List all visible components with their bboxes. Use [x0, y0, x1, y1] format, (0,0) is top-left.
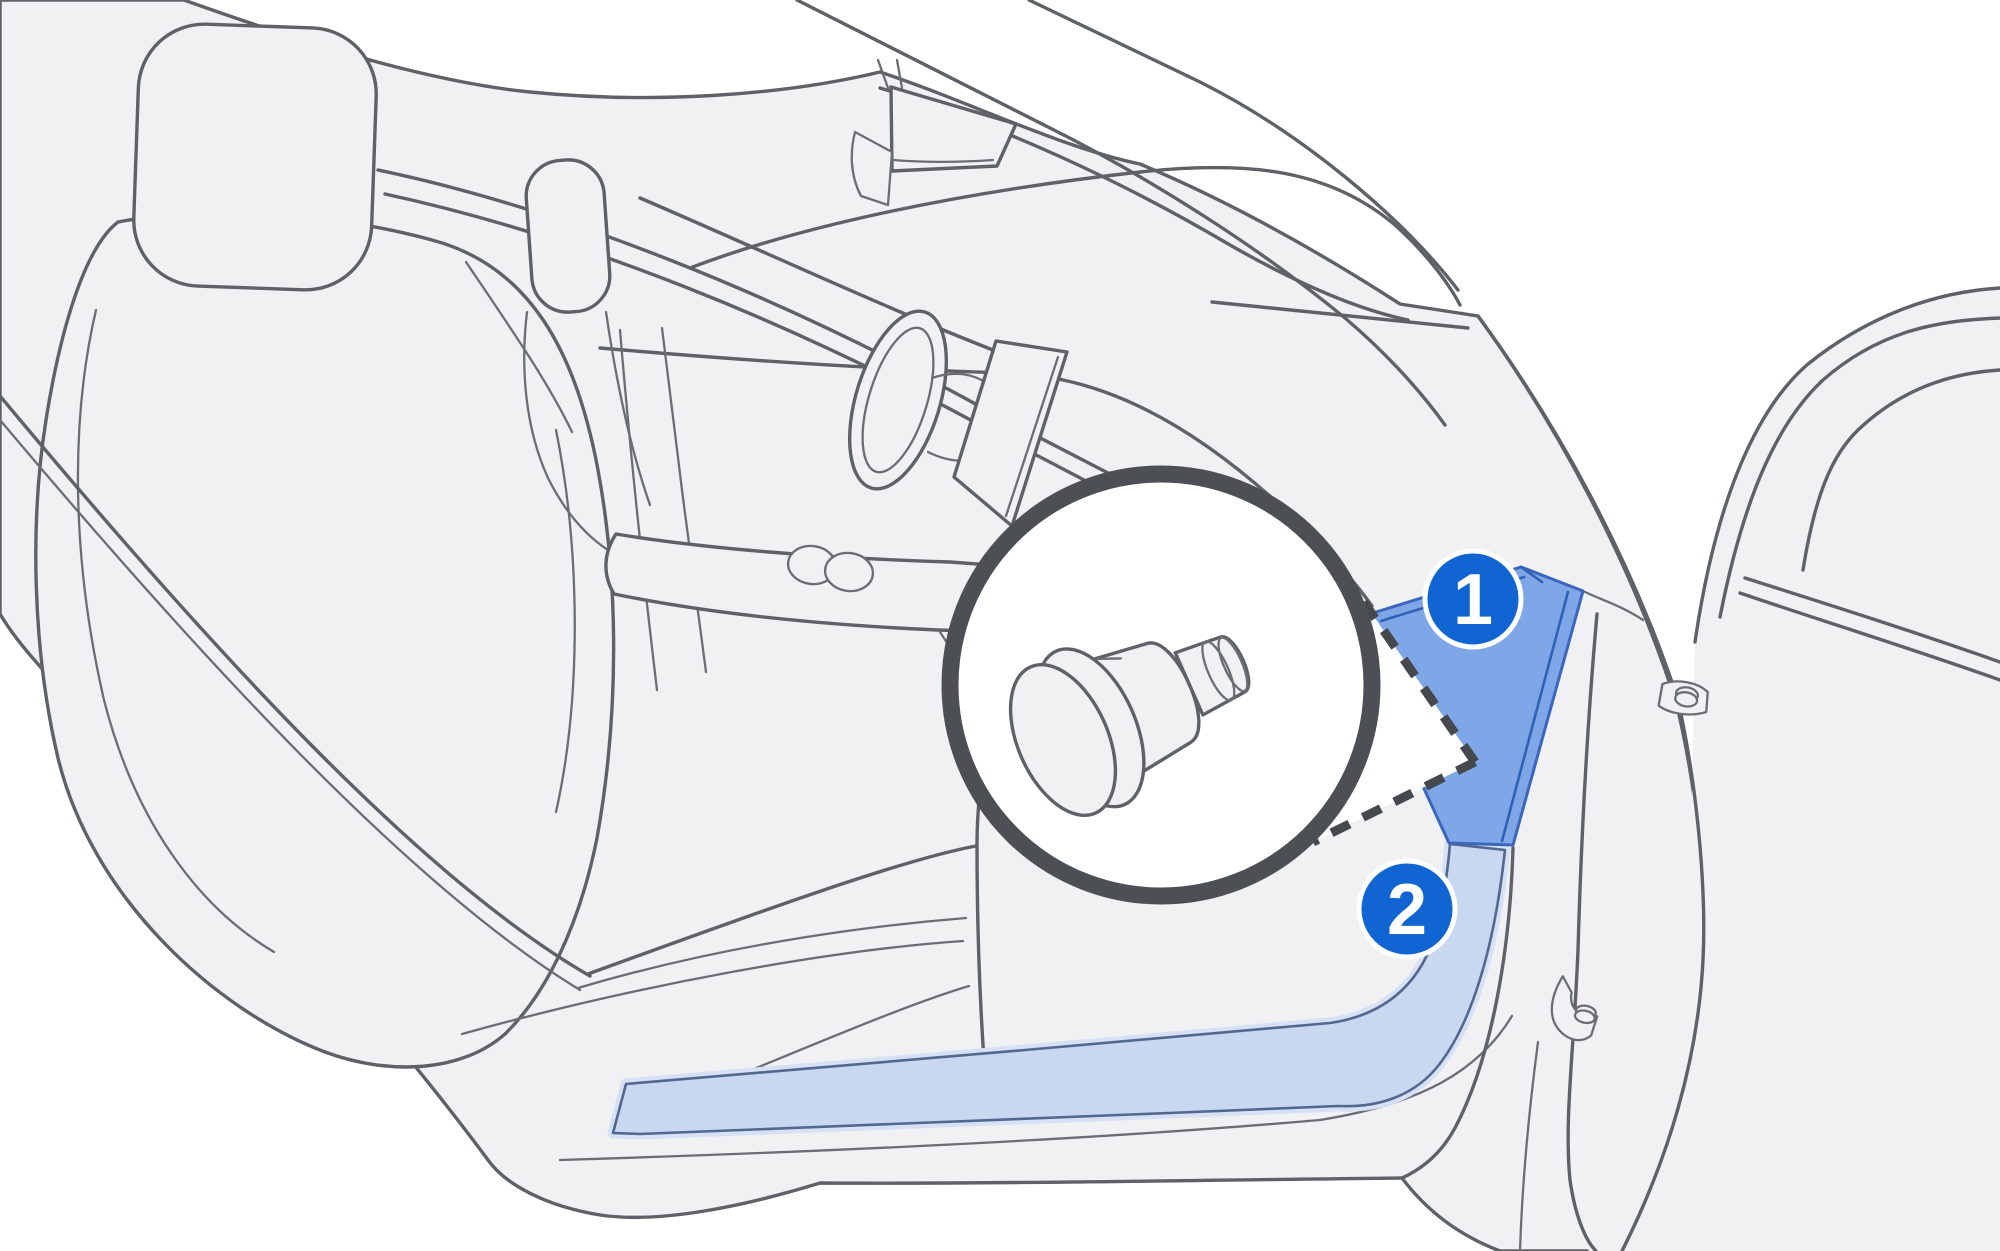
- bolt-thread-ridge-1: [1201, 640, 1236, 702]
- sill-step-line: [558, 1014, 1514, 1162]
- door-inner-frame: [1718, 316, 2000, 619]
- wedge-dashed-edges: [1311, 595, 1479, 847]
- bolt-thread-ridge-2: [1217, 636, 1249, 693]
- cushion-edge-1: [586, 844, 978, 976]
- cupholder-2: [823, 551, 875, 593]
- door-beltline-upper: [1743, 576, 2000, 664]
- cushion-edge-3: [460, 939, 965, 1036]
- door-window-edge: [1801, 368, 2000, 572]
- seat-back: [34, 211, 616, 1069]
- passenger-seatback-line-2: [604, 310, 652, 507]
- open-door-panel: [1588, 288, 2000, 1251]
- headrest: [132, 22, 378, 292]
- bolt-head-notch: [1091, 657, 1122, 661]
- passenger-seat: [464, 158, 708, 692]
- seat-bolster-right: [554, 428, 576, 814]
- wheel-rim-inner: [861, 326, 935, 474]
- mirror-bracket: [850, 130, 894, 207]
- callout-2-badge: 2: [1356, 858, 1458, 960]
- windshield-top-edge: [688, 165, 1462, 307]
- callout-2-circle: [1356, 858, 1458, 960]
- door-opening-lower-edge: [1400, 846, 1515, 1180]
- mirror-arm: [876, 58, 904, 90]
- passenger-headrest: [524, 158, 612, 314]
- seat-bolster-left: [76, 308, 276, 954]
- sill-trim-highlight: [607, 838, 1511, 1140]
- seat-track-line-2: [0, 418, 582, 992]
- door-beltline-lower: [1738, 591, 2000, 682]
- callout-1-circle: [1422, 548, 1524, 650]
- driver-seat: [34, 22, 616, 1069]
- callout-1-badge: 1: [1422, 548, 1524, 650]
- windshield-base-edge: [638, 196, 1042, 370]
- door-outer-frame: [1693, 286, 2000, 644]
- screen-edge-line: [1004, 355, 1060, 518]
- pillar-base-edge: [1518, 1040, 1540, 1251]
- sill-trim-panel: [611, 842, 1507, 1136]
- far-structure-line: [464, 260, 574, 434]
- a-pillar-line-1: [795, 0, 1447, 427]
- door-striker-lower: [1550, 975, 1599, 1042]
- b-pillar: [1400, 590, 1709, 1251]
- door-striker-upper: [1657, 680, 1709, 716]
- mirror-bottom-line: [891, 158, 995, 164]
- rear-view-mirror: [850, 58, 1018, 207]
- magnifier: [941, 465, 1381, 905]
- seat-cushion-and-floor: [0, 394, 1514, 1162]
- pillar-line-1: [1566, 612, 1599, 1251]
- a-pillar-line-2: [1027, 0, 1460, 292]
- pillar-top-connector: [1583, 590, 1645, 622]
- passenger-seatback-line-1: [523, 310, 610, 552]
- cushion-edge-2: [576, 916, 968, 990]
- far-pillar-line-1: [618, 328, 659, 692]
- seat-track-line-1: [0, 394, 592, 978]
- fastener-bolt-icon: [1008, 635, 1251, 818]
- bolt-washer-front: [1008, 662, 1118, 818]
- callout-1-number: 1: [1453, 560, 1493, 640]
- mirror-body: [889, 85, 1018, 173]
- far-pillar-line-2: [660, 326, 708, 674]
- callout-2-number: 2: [1387, 870, 1427, 950]
- door-leading-edge: [1476, 314, 1706, 1251]
